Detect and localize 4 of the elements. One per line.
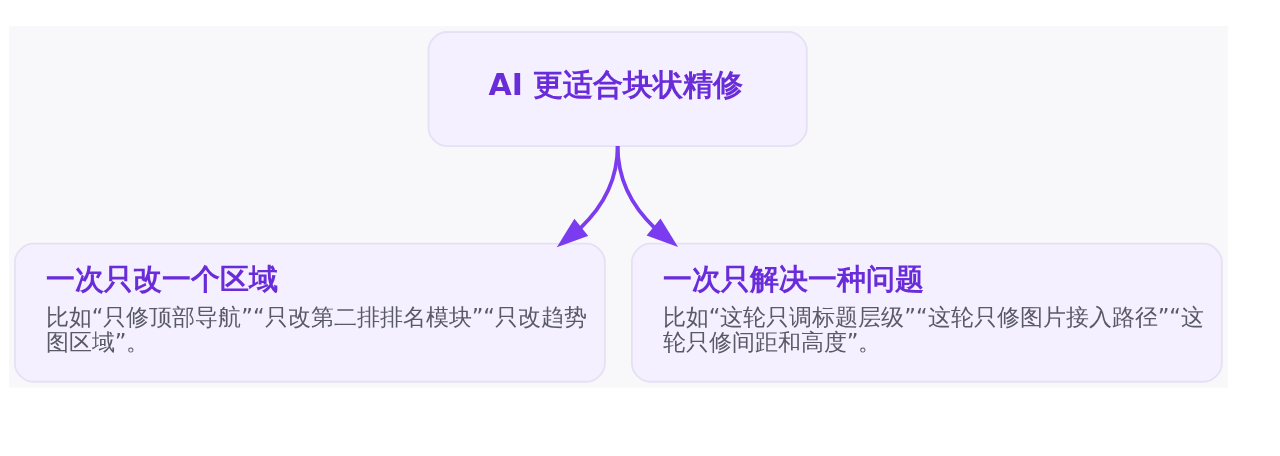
node-box: 一次只解决一种问题 比如“这轮只调标题层级”“这轮只修图片接入路径”“这轮只修间距和高度”。: [631, 242, 1223, 383]
node-box: 一次只改一个区域 比如“只修顶部导航”“只改第二排排名模块”“只改趋势图区域”。: [14, 242, 606, 383]
arrow: [615, 145, 679, 247]
node-box: AI 更适合块状精修: [427, 30, 808, 147]
